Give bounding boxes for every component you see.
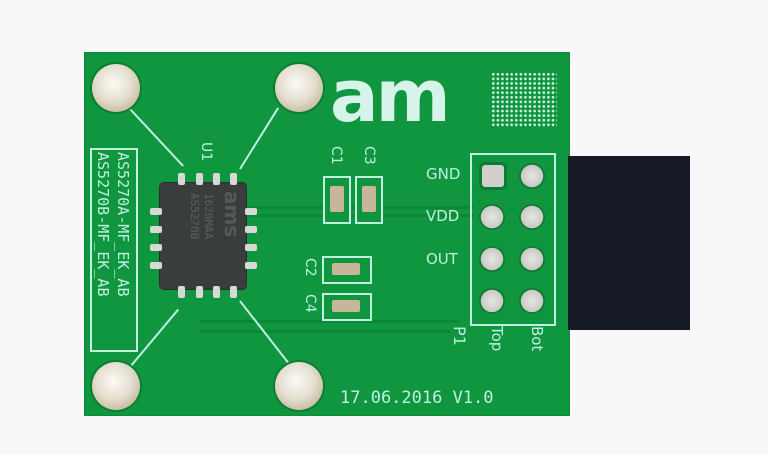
header-side-bot: Bot: [528, 326, 546, 352]
model-label-box: [90, 148, 138, 352]
capacitor-c1: [323, 176, 351, 224]
ic-pin: [230, 173, 237, 185]
cap-label-c4: C4: [302, 294, 318, 313]
header-pad-4: [519, 204, 545, 230]
mounting-hole-top-left: [92, 64, 140, 112]
header-pad-5: [479, 246, 505, 272]
ic-pin: [150, 244, 162, 251]
ic-chip: ams 1620MAA AS5270B: [160, 183, 246, 289]
pin-header-connector: [568, 156, 690, 330]
ic-pin: [213, 286, 220, 298]
ic-pin: [245, 208, 257, 215]
cap-label-c3: C3: [361, 146, 377, 165]
ic-marking-logo: ams: [220, 191, 244, 238]
capacitor-c4: [322, 293, 372, 321]
header-pad-1: [482, 165, 504, 187]
date-version: 17.06.2016 V1.0: [340, 388, 494, 408]
ic-pin: [245, 262, 257, 269]
ic-pin: [150, 262, 162, 269]
ams-logo: am: [330, 54, 451, 138]
model-label-a: AS5270A-MF_EK_AB: [114, 152, 132, 297]
capacitor-c2: [322, 256, 372, 284]
header-pad-8: [519, 288, 545, 314]
header-designator: P1: [450, 326, 469, 346]
ic-pin: [178, 286, 185, 298]
ic-marking-line2: AS5270B: [188, 193, 201, 240]
cap-label-c2: C2: [302, 258, 318, 277]
capacitor-c3: [355, 176, 383, 224]
header-pad-6: [519, 246, 545, 272]
pin-label-gnd: GND: [426, 165, 461, 183]
ic-pin: [150, 226, 162, 233]
pin-label-out: OUT: [426, 250, 458, 268]
pin-header-outline: [470, 153, 556, 326]
header-pad-7: [479, 288, 505, 314]
ic-pin: [245, 226, 257, 233]
ams-logo-dot-pattern: [491, 72, 557, 128]
mounting-hole-bottom-left: [92, 362, 140, 410]
ic-pin: [178, 173, 185, 185]
ic-pin: [196, 173, 203, 185]
ic-pin: [196, 286, 203, 298]
header-pad-2: [519, 163, 545, 189]
pin-label-vdd: VDD: [426, 207, 460, 225]
mounting-hole-bottom-right: [275, 362, 323, 410]
header-side-top: Top: [488, 326, 506, 352]
trace: [200, 320, 460, 323]
model-label-b: AS5270B-MF_EK_AB: [94, 152, 112, 297]
ic-pin: [245, 244, 257, 251]
ic-designator: U1: [198, 142, 214, 162]
trace: [200, 330, 450, 333]
ic-pin: [150, 208, 162, 215]
ic-marking-line1: 1620MAA: [202, 193, 215, 240]
ic-pin: [230, 286, 237, 298]
header-pad-3: [479, 204, 505, 230]
cap-label-c1: C1: [328, 146, 344, 165]
mounting-hole-top-right: [275, 64, 323, 112]
ic-pin: [213, 173, 220, 185]
